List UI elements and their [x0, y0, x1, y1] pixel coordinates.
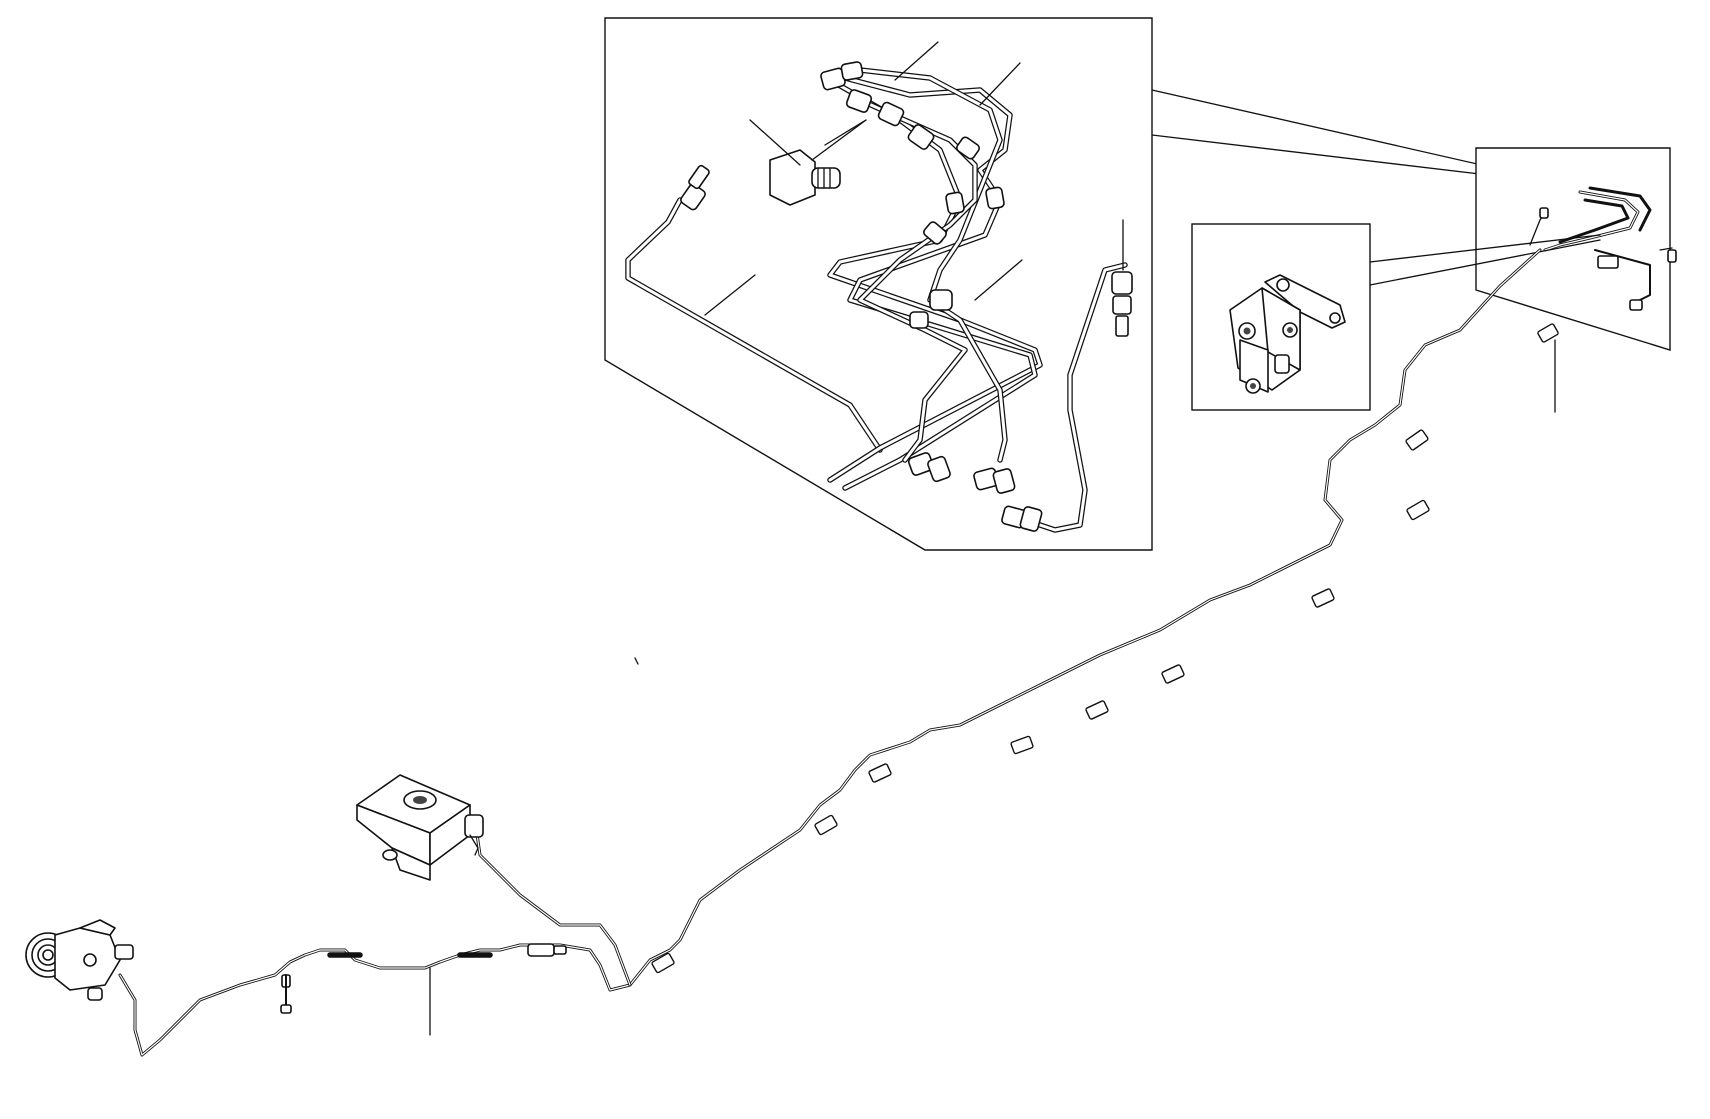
- mini-view-frame: [1475, 147, 1671, 351]
- pipe-clip: [1161, 664, 1185, 684]
- inset-callout-leaders: [704, 41, 1124, 316]
- pipe-clip: [814, 814, 838, 836]
- valve-leader-lower: [1369, 239, 1601, 286]
- pipe-clip: [651, 952, 675, 974]
- pipe-clip: [1085, 700, 1109, 720]
- inset-leader-lower: [1151, 134, 1531, 181]
- pipe-clip: [1406, 499, 1430, 521]
- outer-callout-leaders: [429, 339, 1556, 1036]
- pressure-valve-body: [1229, 274, 1346, 394]
- right-pipe-with-fitting: [1007, 262, 1133, 533]
- bleeder-adapter-fitting: [769, 149, 841, 206]
- inset-leader-upper: [1151, 89, 1531, 177]
- pipe-clip: [1537, 323, 1559, 343]
- pipe-clip: [868, 763, 892, 783]
- secondary-brake-line: [473, 818, 632, 987]
- leader-line: [634, 657, 639, 665]
- main-brake-line: [118, 248, 1542, 1057]
- pipe-clips: [651, 323, 1559, 974]
- brake-valve-housing: [356, 774, 484, 881]
- bundle-fittings: [820, 61, 1005, 329]
- valve-leader-upper: [1369, 234, 1601, 263]
- valve-detail-inset: [1191, 223, 1601, 411]
- left-pipe-with-fitting: [625, 164, 883, 453]
- pipe-clip: [1010, 735, 1034, 755]
- pipe-clip: [1311, 588, 1335, 608]
- hydraulic-pump: [25, 919, 134, 1001]
- lower-end-fittings: [907, 452, 1043, 532]
- upper-pipe-bundle: [827, 67, 1043, 491]
- mini-view-box: [1475, 147, 1677, 351]
- pipe-clip: [1405, 429, 1429, 451]
- main-detail-inset: [604, 17, 1531, 551]
